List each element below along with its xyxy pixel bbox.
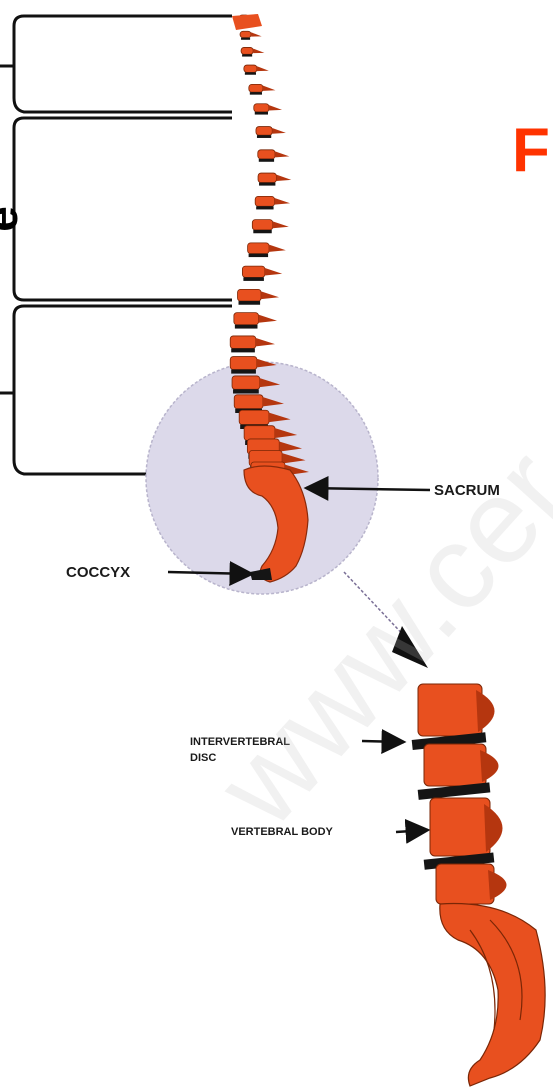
inset-spinous-process <box>476 690 495 732</box>
inset-spinous-process <box>484 804 503 852</box>
vertebral-body-label: VERTEBRAL BODY <box>231 826 333 838</box>
inset-spinous-process <box>480 750 499 782</box>
inset-vertebral-body <box>436 864 494 904</box>
intervertebral-disc-label-line1: INTERVERTEBRAL <box>190 734 290 750</box>
inset-vertebral-body <box>430 798 490 856</box>
inset-sacrum-coccyx <box>440 904 545 1086</box>
partial-side-text: ë <box>0 206 24 232</box>
sacrum-label: SACRUM <box>434 482 500 499</box>
inset-spinous-process <box>488 870 507 900</box>
inset-vertebral-body <box>418 684 482 736</box>
coccyx-label: COCCYX <box>66 564 130 581</box>
intervertebral-disc-label-line2: DISC <box>190 750 290 766</box>
partial-heading: F <box>512 120 550 182</box>
intervertebral-disc-label: INTERVERTEBRAL DISC <box>190 734 290 766</box>
inset-vertebral-body <box>424 744 486 786</box>
